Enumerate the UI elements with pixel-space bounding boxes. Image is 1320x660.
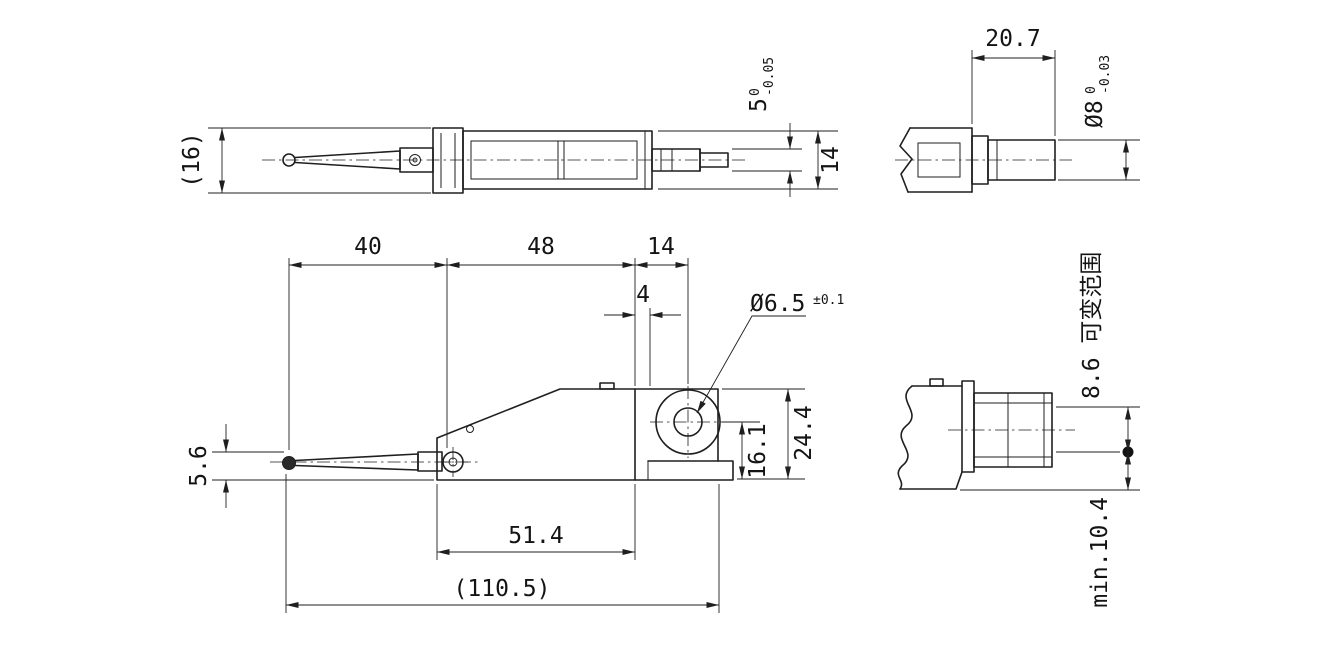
dim-min-clearance-label: min.10.4 [1087, 497, 1113, 608]
holder-pin-center [412, 157, 418, 163]
dim-overall-height-label: (16) [179, 132, 205, 187]
body-window [470, 140, 638, 180]
dim-stem-width-group: 5 0 -0.05 [746, 57, 777, 112]
stem-detail-view: 20.7 Ø8 0 -0.03 [895, 26, 1140, 193]
break-line [897, 385, 913, 490]
dim-stem-dia-label: Ø8 [1082, 100, 1108, 128]
dim-body-height-label: 24.4 [791, 405, 817, 460]
dim-stylus-length-label: 40 [354, 234, 382, 260]
flange [961, 380, 975, 473]
contact-ball [282, 153, 296, 167]
inner-detail [917, 142, 961, 178]
dim-hole-dia-label: Ø6.5 [750, 291, 805, 317]
leader-line [696, 315, 806, 414]
dim-travel-range-label: 8.6 可变范围 [1079, 252, 1105, 399]
dim-hole-dia-tol: ±0.1 [813, 293, 844, 308]
rear-view: 8.6 可变范围 min.10.4 [897, 252, 1140, 608]
dim-stem-width-tol-lower: -0.05 [762, 57, 777, 96]
dim-base-length-label: 51.4 [508, 523, 563, 549]
dim-overall-length-label: (110.5) [454, 576, 551, 602]
contact-ball [282, 456, 296, 470]
dim-stem-dia-group: Ø8 0 -0.03 [1082, 55, 1113, 128]
side-view: 40 48 14 4 Ø6.5 ±0.1 5.6 16.1 24.4 51.4 [186, 234, 844, 613]
dim-body-height-label: 14 [818, 146, 844, 174]
top-screw [599, 382, 615, 390]
body-bottom [899, 471, 963, 490]
top-notch [929, 378, 944, 387]
body-outline [436, 388, 734, 481]
dim-hole-offset-label: 14 [647, 234, 675, 260]
dim-lug-width-label: 4 [636, 282, 650, 308]
stylus-clamp [417, 451, 443, 472]
dim-stem-dia-tol-lower: -0.03 [1098, 55, 1113, 94]
dim-stem-width-label: 5 [746, 98, 772, 112]
holder-pin [409, 154, 421, 166]
dim-tip-height-label: 5.6 [186, 445, 212, 487]
top-view: (16) 5 0 -0.05 14 [179, 57, 844, 197]
stem-tip [699, 148, 729, 172]
side-pin [466, 425, 474, 433]
dim-stem-length-label: 20.7 [985, 26, 1040, 52]
stem-cylinder [987, 139, 1056, 181]
dim-stem-width-tol-upper: 0 [748, 88, 763, 96]
clamp-bracket [432, 127, 464, 194]
dim-hole-height-label: 16.1 [745, 423, 771, 478]
dim-stem-dia-tol-upper: 0 [1084, 86, 1099, 94]
break-line [899, 127, 913, 193]
dim-body-length-label: 48 [527, 234, 555, 260]
